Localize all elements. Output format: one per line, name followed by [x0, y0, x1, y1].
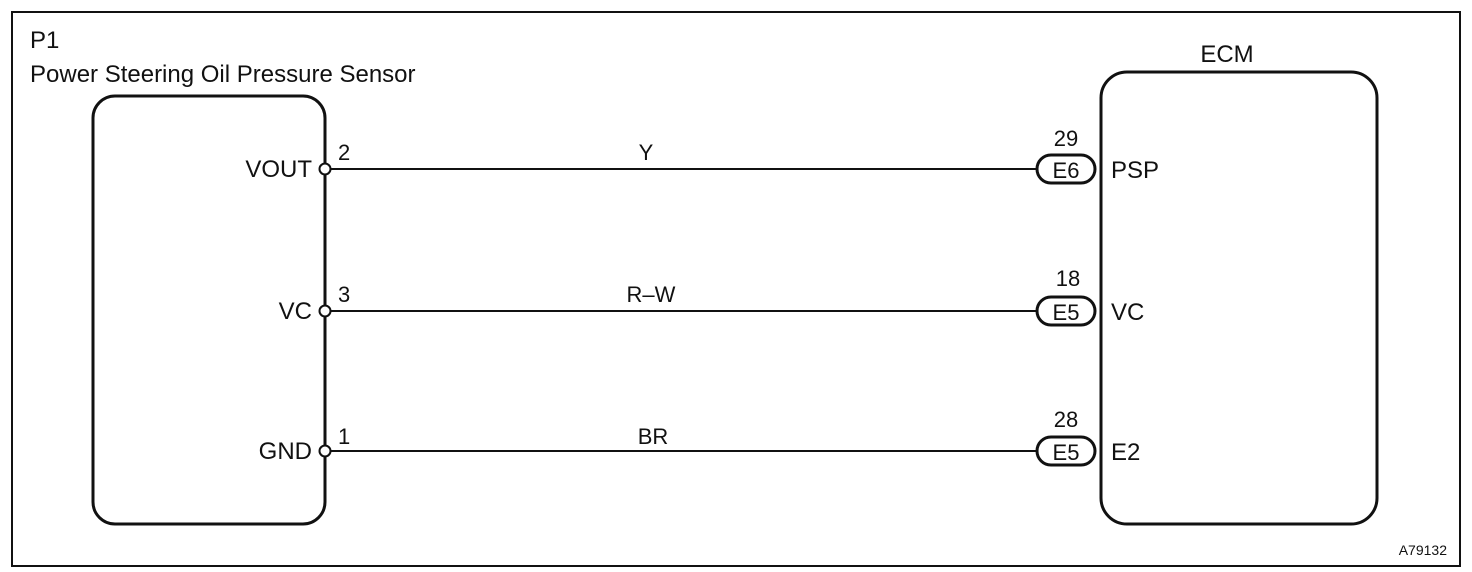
sensor-name: Power Steering Oil Pressure Sensor [30, 61, 416, 88]
ecm-box [1099, 70, 1379, 526]
ecm-terminal-label: PSP [1111, 157, 1159, 184]
circuit-row: VOUT 2 Y E6 29 PSP [245, 126, 1159, 185]
ecm-terminal-label: E2 [1111, 439, 1140, 466]
ecm-pin-number: 29 [1054, 126, 1078, 151]
sensor-code: P1 [30, 27, 59, 54]
sensor-pin-terminal [318, 162, 332, 176]
wire-color-label: BR [638, 424, 669, 449]
sensor-pin-terminal [318, 304, 332, 318]
circuit-row: VC 3 R–W E5 18 VC [279, 266, 1144, 327]
ecm-connector-label: E5 [1053, 300, 1080, 325]
sensor-terminal-label: VC [279, 298, 312, 325]
ecm-pin-number: 28 [1054, 407, 1078, 432]
diagram-frame [11, 11, 1461, 567]
sensor-pin-number: 2 [338, 140, 350, 165]
ecm-connector-badge [1035, 153, 1097, 185]
ecm-terminal-label: VC [1111, 299, 1144, 326]
ecm-label: ECM [1200, 41, 1253, 68]
sensor-pin-terminal [318, 444, 332, 458]
ecm-connector-label: E5 [1053, 440, 1080, 465]
figure-id: A79132 [1399, 542, 1447, 558]
sensor-terminal-label: GND [259, 438, 312, 465]
wire-color-label: R–W [627, 282, 676, 307]
circuit-row: GND 1 BR E5 28 E2 [259, 407, 1140, 467]
wire-color-label: Y [639, 140, 654, 165]
ecm-connector-badge [1035, 435, 1097, 467]
sensor-terminal-label: VOUT [245, 156, 312, 183]
ecm-connector-badge [1035, 295, 1097, 327]
sensor-pin-number: 1 [338, 424, 350, 449]
sensor-pin-number: 3 [338, 282, 350, 307]
ecm-pin-number: 18 [1056, 266, 1080, 291]
ecm-connector-label: E6 [1053, 158, 1080, 183]
